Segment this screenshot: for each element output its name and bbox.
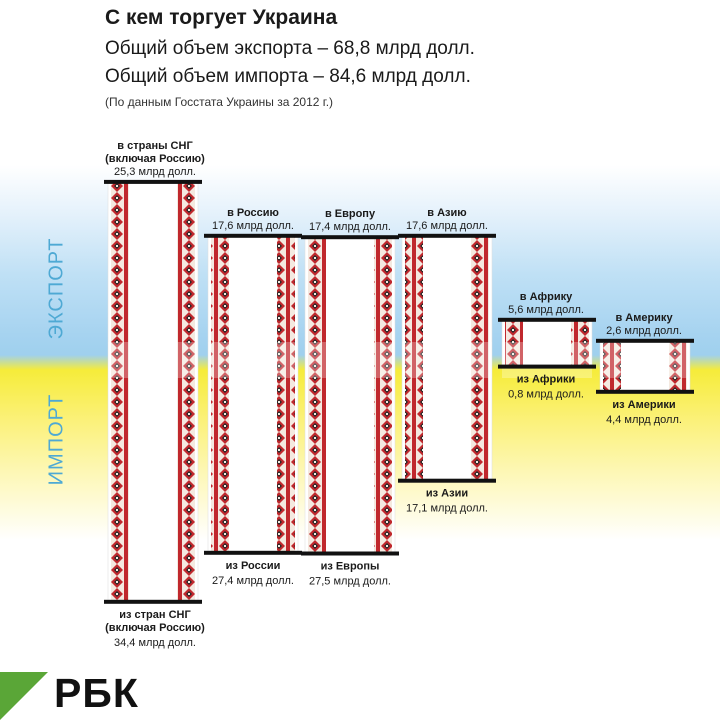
import-category-label: из Азии (426, 488, 468, 500)
import-total-subtitle: Общий объем импорта – 84,6 млрд долл. (105, 66, 471, 87)
export-category-label: в Америку (615, 312, 673, 324)
import-category-label: из Америки (612, 399, 675, 411)
export-value-label: 2,6 млрд долл. (606, 325, 682, 337)
export-category-label: в страны СНГ (117, 140, 193, 152)
export-top-rod (398, 233, 496, 238)
export-total-subtitle: Общий объем экспорта – 68,8 млрд долл. (105, 38, 475, 59)
embroidery-stripe-right (669, 341, 687, 391)
embroidery-stripe-right (374, 238, 392, 553)
horizon-veil (402, 342, 492, 378)
horizon-veil (502, 342, 592, 378)
import-bottom-rod (301, 551, 399, 556)
export-top-rod (104, 179, 202, 184)
import-value-label: 0,8 млрд долл. (508, 389, 584, 401)
import-value-label: 27,5 млрд долл. (309, 576, 391, 588)
chart-title: С кем торгует Украина (105, 6, 338, 29)
import-category-label: из России (226, 560, 281, 572)
import-value-label: 27,4 млрд долл. (212, 575, 294, 587)
export-value-label: 25,3 млрд долл. (114, 166, 196, 178)
embroidery-stripe-left (405, 236, 423, 480)
source-note: (По данным Госстата Украины за 2012 г.) (105, 95, 334, 109)
export-value-label: 17,6 млрд долл. (212, 220, 294, 232)
embroidery-stripe-left (308, 238, 326, 553)
export-top-rod (596, 338, 694, 343)
import-value-label: 34,4 млрд долл. (114, 637, 196, 649)
embroidery-stripe-left (603, 341, 621, 391)
export-value-label: 17,6 млрд долл. (406, 220, 488, 232)
import-value-label: 17,1 млрд долл. (406, 503, 488, 515)
import-category-label: из Европы (321, 561, 380, 573)
export-top-rod (498, 317, 596, 322)
export-category-label: в Африку (520, 291, 573, 303)
import-bottom-rod (498, 364, 596, 369)
horizon-veil (208, 342, 298, 378)
export-top-rod (301, 235, 399, 240)
rbc-logo-icon (0, 672, 48, 720)
horizon-veil (305, 342, 395, 378)
logo-text: РБК (54, 670, 139, 716)
embroidery-stripe-left (111, 182, 129, 601)
import-bottom-rod (104, 599, 202, 604)
import-category-label: (включая Россию) (105, 622, 205, 634)
export-category-label: (включая Россию) (105, 153, 205, 165)
export-top-rod (204, 233, 302, 238)
import-bottom-rod (398, 478, 496, 483)
import-category-label: из стран СНГ (119, 609, 191, 621)
export-value-label: 5,6 млрд долл. (508, 304, 584, 316)
import-category-label: из Африки (517, 374, 576, 386)
embroidery-stripe-right (571, 320, 589, 366)
embroidery-stripe-left (211, 236, 229, 552)
export-side-label: ЭКСПОРТ (45, 237, 68, 340)
embroidery-stripe-right (277, 236, 295, 552)
export-category-label: в Азию (427, 207, 466, 219)
embroidery-stripe-left (505, 320, 523, 366)
embroidery-stripe-right (177, 182, 195, 601)
horizon-veil (600, 342, 690, 378)
export-value-label: 17,4 млрд долл. (309, 221, 391, 233)
export-category-label: в Россию (227, 207, 279, 219)
import-bottom-rod (596, 389, 694, 394)
export-category-label: в Европу (325, 208, 376, 220)
horizon-veil (108, 342, 198, 378)
import-bottom-rod (204, 550, 302, 555)
import-value-label: 4,4 млрд долл. (606, 414, 682, 426)
embroidery-stripe-right (471, 236, 489, 480)
import-side-label: ИМПОРТ (45, 393, 68, 486)
